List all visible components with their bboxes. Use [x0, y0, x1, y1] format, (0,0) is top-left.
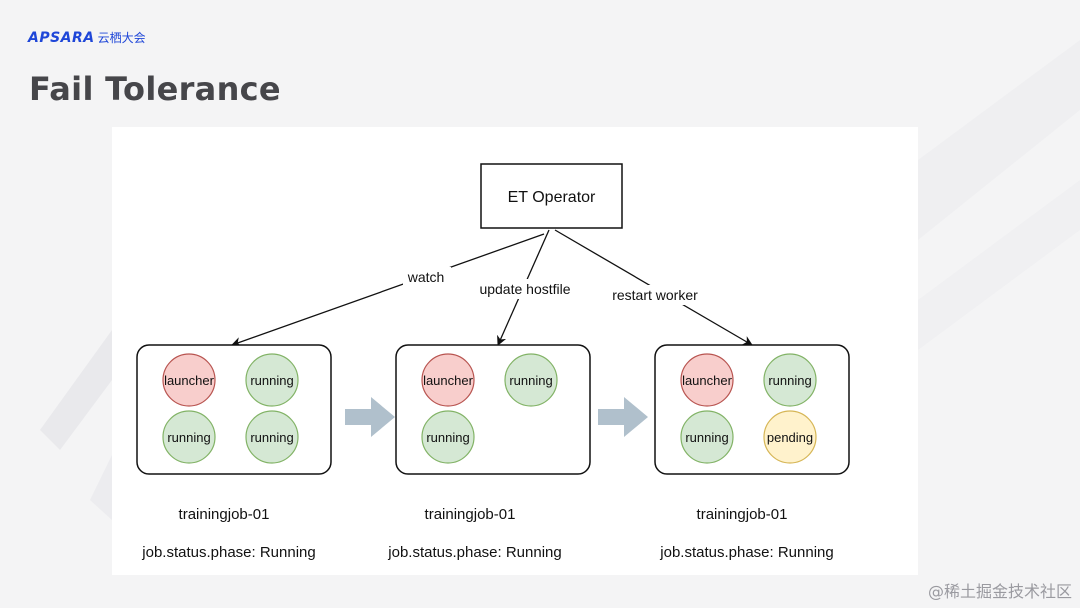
pod-circle: launcher [162, 353, 216, 407]
pod-label: running [685, 430, 728, 445]
job-group: launcher running running pending trainin… [654, 344, 850, 561]
slide-title: Fail Tolerance [29, 70, 281, 108]
watermark: @稀土掘金技术社区 [927, 582, 1072, 601]
pod-label: launcher [682, 373, 733, 388]
pod-label: running [509, 373, 552, 388]
pod-label: running [426, 430, 469, 445]
fail-tolerance-diagram: ET Operator watch update hostfile restar… [136, 163, 850, 561]
pod-circle: running [680, 410, 734, 464]
watch-edge [231, 233, 545, 347]
pod-circle-shape [680, 353, 734, 407]
diagram-panel: ET Operator watch update hostfile restar… [112, 127, 918, 575]
restart-worker-label: restart worker [612, 287, 698, 303]
pod-circle-shape [421, 410, 475, 464]
pod-circle: running [245, 353, 299, 407]
job-group: launcher running running running trainin… [136, 344, 332, 561]
pod-label: launcher [164, 373, 215, 388]
pod-circle-shape [763, 353, 817, 407]
pod-label: launcher [423, 373, 474, 388]
job-phase: job.status.phase: Running [387, 544, 561, 561]
pod-circle: launcher [680, 353, 734, 407]
pod-circle-shape [680, 410, 734, 464]
pod-circle-shape [162, 353, 216, 407]
pod-circle-shape [162, 410, 216, 464]
pod-circle: pending [763, 410, 817, 464]
brand-logo: APSARA 云栖大会 [28, 29, 146, 46]
pod-circle: running [245, 410, 299, 464]
pod-circle-shape [504, 353, 558, 407]
pod-label: running [250, 373, 293, 388]
pod-circle: running [763, 353, 817, 407]
job-group-box [395, 344, 591, 475]
job-group: launcher running running trainingjob-01 … [387, 344, 591, 561]
job-name: trainingjob-01 [425, 506, 516, 523]
pod-label: running [250, 430, 293, 445]
pod-label: running [768, 373, 811, 388]
et-operator-box [480, 163, 623, 229]
flow-arrow-icon [345, 397, 395, 437]
job-phase: job.status.phase: Running [141, 544, 315, 561]
job-group-box [136, 344, 332, 475]
pod-circle: launcher [421, 353, 475, 407]
pod-circle-shape [245, 353, 299, 407]
job-group-box [654, 344, 850, 475]
pod-circle-shape [245, 410, 299, 464]
pod-circle: running [504, 353, 558, 407]
pod-circle-shape [421, 353, 475, 407]
job-name: trainingjob-01 [179, 506, 270, 523]
flow-arrow-icon [598, 397, 648, 437]
watch-label: watch [407, 269, 445, 285]
update-hostfile-label: update hostfile [479, 281, 570, 297]
job-name: trainingjob-01 [697, 506, 788, 523]
pod-circle: running [421, 410, 475, 464]
pod-circle-shape [763, 410, 817, 464]
apsara-logo-text: APSARA [28, 29, 95, 46]
brand-chinese-name: 云栖大会 [97, 31, 146, 45]
job-phase: job.status.phase: Running [659, 544, 833, 561]
pod-circle: running [162, 410, 216, 464]
pod-label: pending [767, 430, 813, 445]
et-operator-label: ET Operator [508, 189, 596, 206]
pod-label: running [167, 430, 210, 445]
